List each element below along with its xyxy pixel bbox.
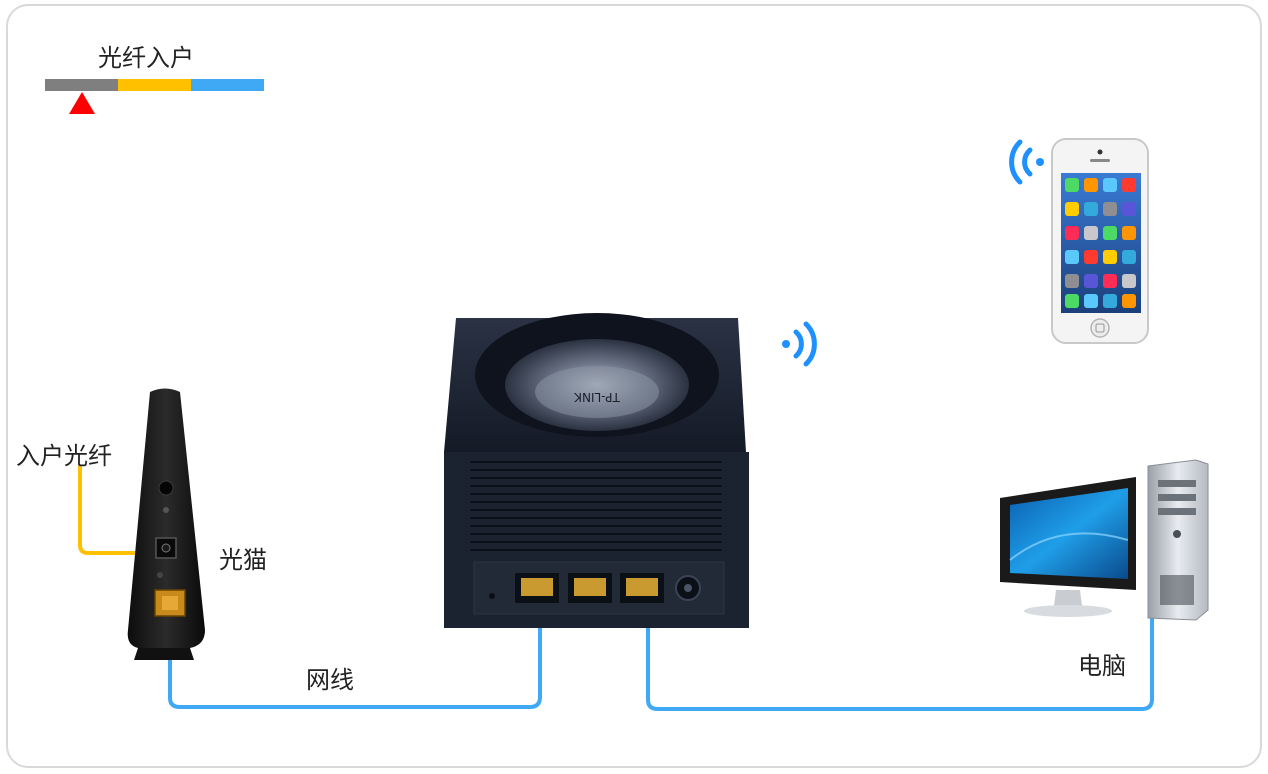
fiber-label: 入户光纤 xyxy=(16,442,112,470)
ethernet-cable-router-computer xyxy=(646,600,1154,711)
phone-app-icon xyxy=(1065,226,1079,240)
optical-modem xyxy=(127,388,205,660)
legend-marker-icon xyxy=(69,92,95,114)
phone-app-icon xyxy=(1103,178,1117,192)
phone-app-icon xyxy=(1084,250,1098,264)
computer xyxy=(1000,459,1209,621)
phone-app-icon xyxy=(1122,226,1136,240)
phone-dock-icon xyxy=(1084,294,1098,308)
fiber-line xyxy=(78,466,160,555)
phone-app-icon xyxy=(1103,202,1117,216)
phone-app-icon xyxy=(1084,178,1098,192)
legend-segment-gray xyxy=(45,79,118,91)
router-port-1 xyxy=(515,573,559,603)
cable-label: 网线 xyxy=(306,666,354,694)
phone-dock-icon xyxy=(1065,294,1079,308)
router-wifi-icon xyxy=(782,321,817,367)
legend-segment-yellow xyxy=(118,79,191,91)
router-port-3 xyxy=(620,573,664,603)
phone-app-icon xyxy=(1122,274,1136,288)
phone-app-icon xyxy=(1065,202,1079,216)
phone-app-icon xyxy=(1065,178,1079,192)
router-port-2 xyxy=(568,573,612,603)
phone-app-icon xyxy=(1122,202,1136,216)
phone-app-icon xyxy=(1084,274,1098,288)
router: TP-LINK xyxy=(444,313,749,628)
phone-app-icon xyxy=(1065,274,1079,288)
computer-label: 电脑 xyxy=(1078,652,1126,680)
legend-segment-blue xyxy=(191,79,264,91)
phone-app-icon xyxy=(1122,250,1136,264)
phone-app-icon xyxy=(1103,274,1117,288)
phone-app-icon xyxy=(1103,226,1117,240)
legend-title: 光纤入户 xyxy=(98,44,194,72)
legend xyxy=(45,79,264,114)
phone-dock-icon xyxy=(1122,294,1136,308)
ethernet-cable-modem-router xyxy=(168,600,542,709)
smartphone xyxy=(1051,138,1149,344)
router-brand: TP-LINK xyxy=(573,390,621,404)
phone-app-icon xyxy=(1084,202,1098,216)
phone-app-icon xyxy=(1122,178,1136,192)
phone-wifi-icon xyxy=(1009,139,1044,185)
modem-label: 光猫 xyxy=(219,546,267,574)
phone-app-icon xyxy=(1103,250,1117,264)
phone-app-icon xyxy=(1084,226,1098,240)
phone-dock-icon xyxy=(1103,294,1117,308)
phone-app-icon xyxy=(1065,250,1079,264)
